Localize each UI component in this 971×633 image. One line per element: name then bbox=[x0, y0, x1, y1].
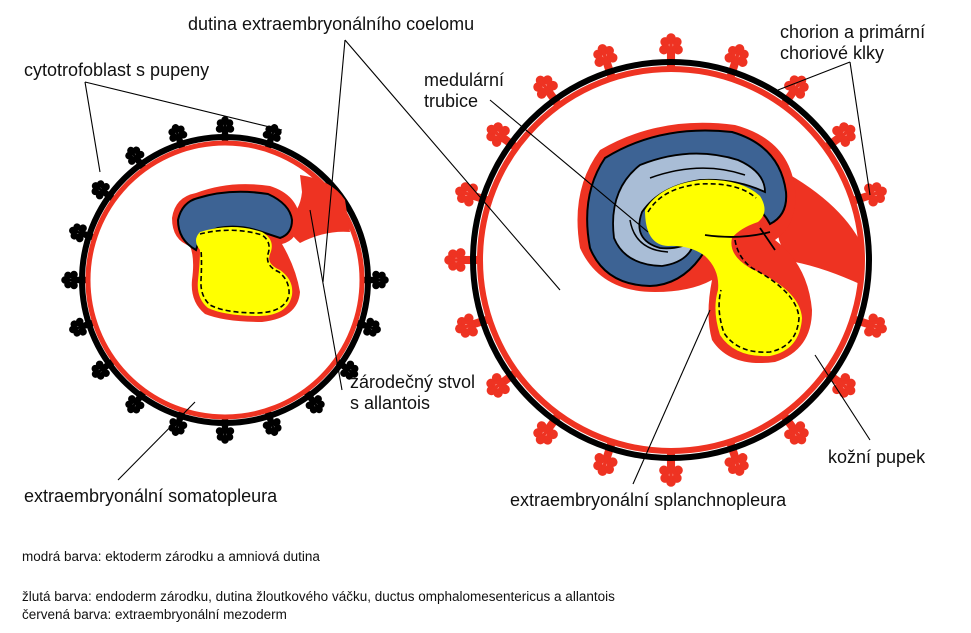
left-somatopleure-ring bbox=[85, 140, 365, 420]
right-chorion-ring bbox=[470, 59, 872, 461]
label-umbilicus: kožní pupek bbox=[828, 447, 926, 467]
left-cytotrophoblast-ring bbox=[79, 134, 371, 426]
label-splanchnopleure: extraembryonální splanchnopleura bbox=[510, 490, 787, 510]
chorionic-villus bbox=[781, 414, 809, 445]
legend-yellow: žlutá barva: endoderm zárodku, dutina žl… bbox=[22, 589, 615, 604]
legend-red: červená barva: extraembryonální mezoderm bbox=[22, 607, 287, 622]
label-neural-tube-line1: medulární bbox=[424, 70, 505, 90]
label-cytotrophoblast: cytotrofoblast s pupeny bbox=[24, 60, 210, 80]
right-yolk-sac bbox=[645, 179, 802, 357]
left-yolk-outline bbox=[199, 229, 290, 314]
chorionic-villus bbox=[853, 313, 887, 338]
chorionic-villus bbox=[659, 33, 683, 67]
label-chorion: chorion a primární choriové klky bbox=[780, 22, 925, 64]
villus-bud bbox=[91, 358, 116, 380]
chorionic-villus bbox=[593, 44, 618, 78]
right-villi bbox=[444, 33, 887, 487]
right-yolk-outline bbox=[647, 182, 800, 353]
label-somatopleure: extraembryonální somatopleura bbox=[24, 486, 278, 506]
left-amnion bbox=[176, 190, 294, 252]
label-stalk-line2: s allantois bbox=[350, 393, 431, 413]
chorionic-villus bbox=[444, 248, 478, 272]
chorionic-villus bbox=[781, 75, 809, 106]
right-embryo bbox=[444, 33, 887, 487]
label-neural-tube-line2: trubice bbox=[424, 91, 479, 111]
chorionic-villus bbox=[724, 44, 749, 78]
left-embryo bbox=[61, 116, 389, 444]
chorionic-villus bbox=[455, 313, 489, 338]
left-yolk-sac bbox=[196, 227, 293, 316]
label-chorion-line2: choriové klky bbox=[780, 43, 885, 63]
left-connecting-stalk bbox=[286, 175, 350, 243]
villus-bud bbox=[362, 270, 389, 290]
label-coelom-cavity: dutina extraembryonálního coelomu bbox=[188, 14, 475, 34]
chorionic-villus bbox=[825, 122, 856, 150]
right-neural-tube bbox=[612, 152, 766, 267]
right-umbilicus-line bbox=[704, 227, 776, 251]
label-stalk-line1: zárodečný stvol bbox=[350, 372, 476, 392]
legend-blue: modrá barva: ektoderm zárodku a amniová … bbox=[22, 549, 320, 564]
label-chorion-line1: chorion a primární bbox=[780, 22, 926, 42]
right-neural-lumen bbox=[629, 167, 746, 253]
label-neural-tube: medulární trubice bbox=[424, 70, 504, 112]
chorionic-villus bbox=[825, 370, 856, 398]
label-connecting-stalk: zárodečný stvol s allantois bbox=[350, 372, 475, 414]
villus-bud bbox=[69, 317, 96, 337]
leader-lines bbox=[84, 39, 871, 485]
